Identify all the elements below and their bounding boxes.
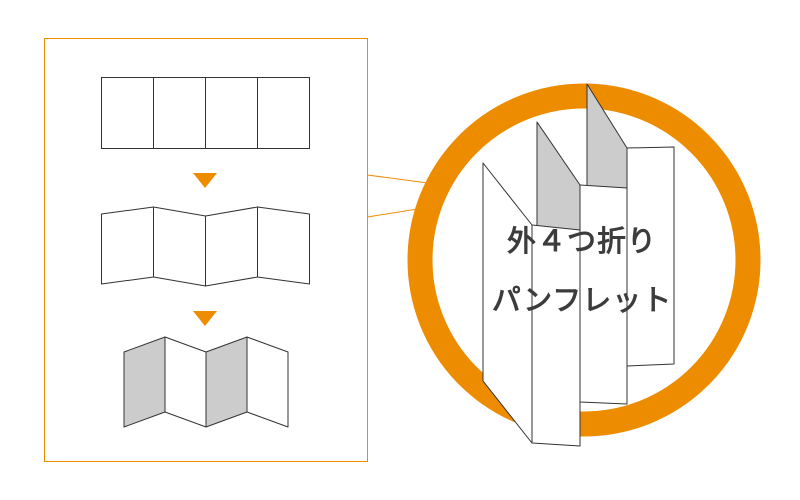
folded-panel-shaded	[205, 336, 248, 428]
down-arrow-icon	[193, 311, 217, 326]
zigzag-panel	[257, 206, 310, 285]
steps-frame	[44, 38, 368, 462]
pamphlet-label-line2: パンフレット	[492, 283, 673, 317]
pamphlet-3d	[482, 83, 675, 447]
folded-panel-shaded	[123, 336, 166, 428]
step-zigzag-fold	[101, 206, 310, 287]
flat-panel	[257, 77, 310, 149]
pamphlet-panel	[482, 162, 533, 444]
step-folded-3d	[123, 336, 289, 428]
flat-panel	[101, 77, 154, 149]
zigzag-panel	[101, 206, 154, 285]
step-flat-sheet	[101, 77, 310, 149]
zigzag-panel	[153, 206, 206, 287]
pamphlet-label-line1: 外４つ折り	[507, 224, 657, 258]
folded-panel	[246, 336, 289, 428]
pamphlet-panel	[531, 224, 581, 447]
folded-panel	[164, 336, 207, 428]
flat-panel	[205, 77, 258, 149]
flat-panel	[153, 77, 206, 149]
down-arrow-icon	[193, 173, 217, 188]
zigzag-panel	[205, 206, 258, 287]
